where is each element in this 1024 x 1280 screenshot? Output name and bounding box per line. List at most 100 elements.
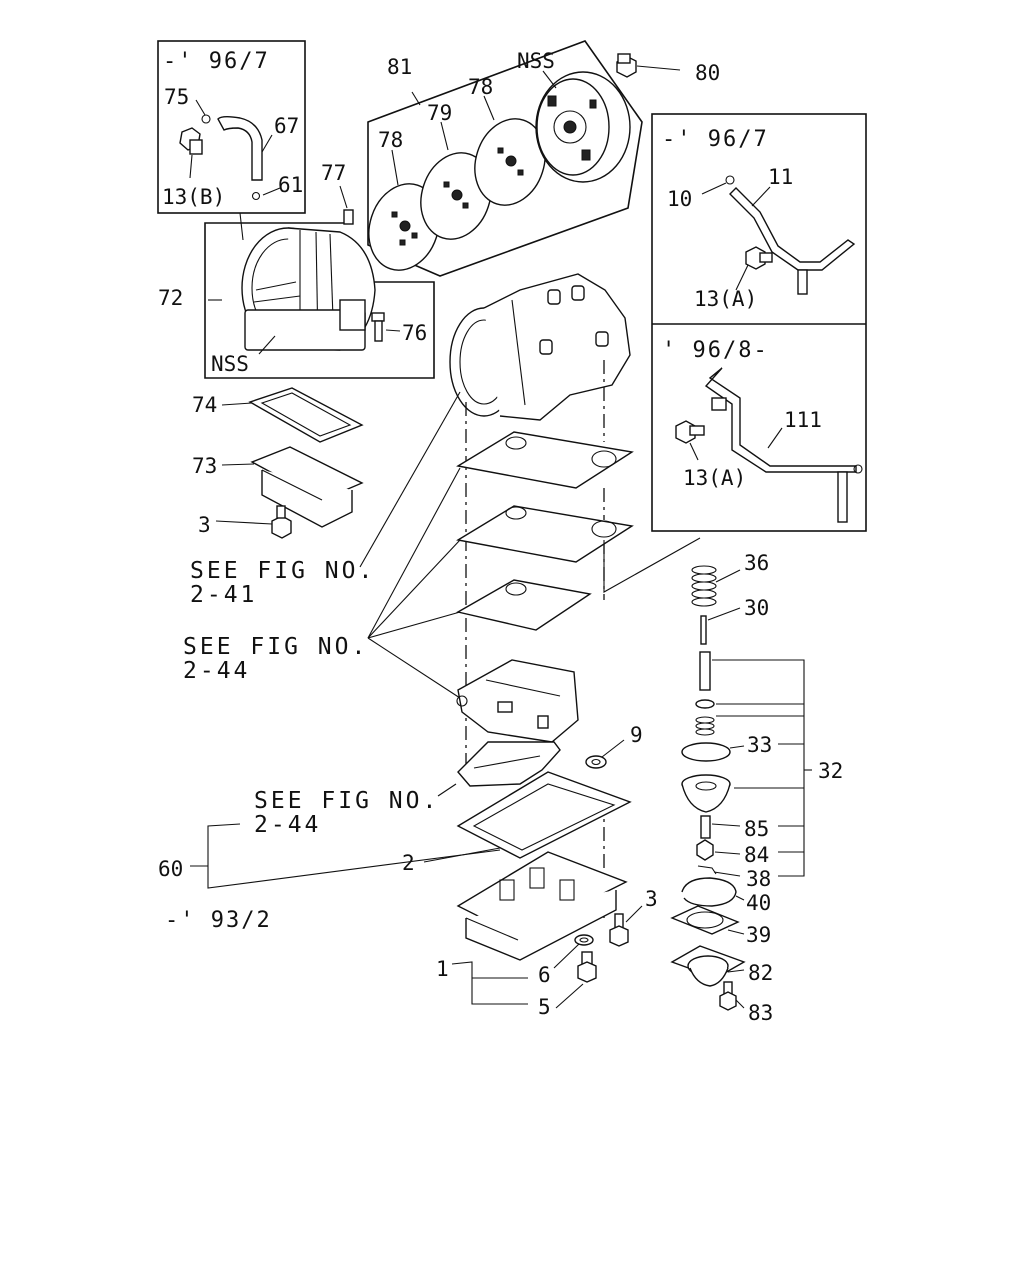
- callout-2: 2: [402, 851, 415, 875]
- transmission-case: [449, 273, 631, 421]
- converter-housing-box: [204, 222, 435, 379]
- callout-30: 30: [744, 596, 769, 620]
- callout-75: 75: [164, 85, 189, 109]
- callout-40: 40: [746, 891, 771, 915]
- bolt-13b: [179, 127, 203, 155]
- see-fig-ref-2-line2: 2-44: [183, 658, 250, 684]
- plate-79: [420, 152, 492, 240]
- o-ring-61: [251, 191, 261, 201]
- bolt-3-strainer: [271, 505, 292, 539]
- callout-79: 79: [427, 101, 452, 125]
- callout-5: 5: [538, 995, 551, 1019]
- callout-84: 84: [744, 843, 769, 867]
- callout-60: 60: [158, 857, 183, 881]
- spring-36: [691, 565, 717, 607]
- piston-rod: [699, 651, 711, 691]
- callout-36: 36: [744, 551, 769, 575]
- bolt-13a-lower: [675, 420, 705, 444]
- plate-upper: [456, 431, 634, 489]
- callout-6: 6: [538, 963, 551, 987]
- seal-ring-33: [681, 742, 731, 762]
- period-label-top-left: -' 96/7: [163, 49, 270, 74]
- see-fig-ref-3-line1: SEE FIG NO.: [254, 788, 439, 814]
- period-box-top-left: -' 96/7: [157, 40, 306, 214]
- control-valve-body: [456, 659, 579, 743]
- oil-pan-1: [456, 851, 628, 961]
- converter-housing-72: [241, 227, 376, 351]
- callout-80: 80: [695, 61, 720, 85]
- plate-lower: [456, 579, 592, 631]
- callout-81: 81: [387, 55, 412, 79]
- plate-78-rear: [474, 118, 546, 206]
- bolt-80: [616, 53, 681, 78]
- callout-78-rear: 78: [468, 75, 493, 99]
- cover-82: [670, 945, 746, 987]
- period-label-right-upper: -' 96/7: [662, 127, 769, 152]
- callout-72: 72: [158, 286, 183, 310]
- callout-77: 77: [321, 161, 346, 185]
- see-fig-ref-1-line1: SEE FIG NO.: [190, 558, 375, 584]
- callout-3-strainer: 3: [198, 513, 211, 537]
- bolt-77: [339, 185, 354, 225]
- bolt-83: [719, 981, 737, 1011]
- callout-67: 67: [274, 114, 299, 138]
- see-fig-ref-1-line2: 2-41: [190, 582, 257, 608]
- callout-nss-bottom: NSS: [211, 352, 249, 376]
- callout-61: 61: [278, 173, 303, 197]
- callout-38: 38: [746, 867, 771, 891]
- period-box-right: -' 96/7 ' 96/8-: [651, 113, 867, 532]
- callout-13a-upper: 13(A): [694, 287, 757, 311]
- washer-9: [585, 755, 607, 769]
- oil-pump-nss: [535, 71, 631, 183]
- period-label-right-lower: ' 96/8-: [662, 338, 769, 363]
- snap-ring-40: [681, 877, 737, 907]
- pin-85: [700, 815, 711, 839]
- callout-82: 82: [748, 961, 773, 985]
- clip-38: [697, 865, 717, 875]
- strainer-73: [250, 446, 364, 528]
- callout-32: 32: [818, 759, 843, 783]
- oil-pipe-67: [217, 116, 263, 181]
- spring-small: [695, 716, 715, 736]
- callout-13a-lower: 13(A): [683, 466, 746, 490]
- oil-strainer-lower: [457, 741, 561, 787]
- callout-1: 1: [436, 957, 449, 981]
- o-ring-10: [725, 175, 735, 185]
- oil-pan-gasket-2: [456, 771, 632, 859]
- nut-84: [696, 839, 714, 861]
- callout-83: 83: [748, 1001, 773, 1025]
- callout-74: 74: [192, 393, 217, 417]
- callout-10: 10: [667, 187, 692, 211]
- washer-stack: [695, 699, 715, 709]
- drain-plug-5: [577, 951, 597, 983]
- callout-85: 85: [744, 817, 769, 841]
- callout-73: 73: [192, 454, 217, 478]
- see-fig-ref-2-line1: SEE FIG NO.: [183, 634, 368, 660]
- pipe-111: [704, 367, 863, 523]
- piston-cup: [681, 774, 731, 813]
- callout-111: 111: [784, 408, 822, 432]
- gasket-39: [670, 905, 740, 935]
- pipe-11: [729, 187, 856, 295]
- callout-9: 9: [630, 723, 643, 747]
- see-fig-ref-3-line2: 2-44: [254, 812, 321, 838]
- callout-11: 11: [768, 165, 793, 189]
- callout-13b: 13(B): [162, 185, 225, 209]
- bolt-3-pan: [609, 913, 629, 947]
- callout-76: 76: [402, 321, 427, 345]
- callout-3-pan: 3: [645, 887, 658, 911]
- pump-plates-box: [367, 40, 643, 277]
- callout-78-front: 78: [378, 128, 403, 152]
- period-label-bottom: -' 93/2: [165, 908, 272, 933]
- plate-middle: [456, 505, 634, 563]
- bolt-13a-upper: [745, 246, 773, 270]
- pin-30: [700, 615, 707, 645]
- callout-33: 33: [747, 733, 772, 757]
- washer-6: [574, 934, 594, 946]
- callout-nss-top: NSS: [517, 49, 555, 73]
- bolt-76: [371, 312, 385, 342]
- callout-39: 39: [746, 923, 771, 947]
- gasket-74: [248, 387, 364, 443]
